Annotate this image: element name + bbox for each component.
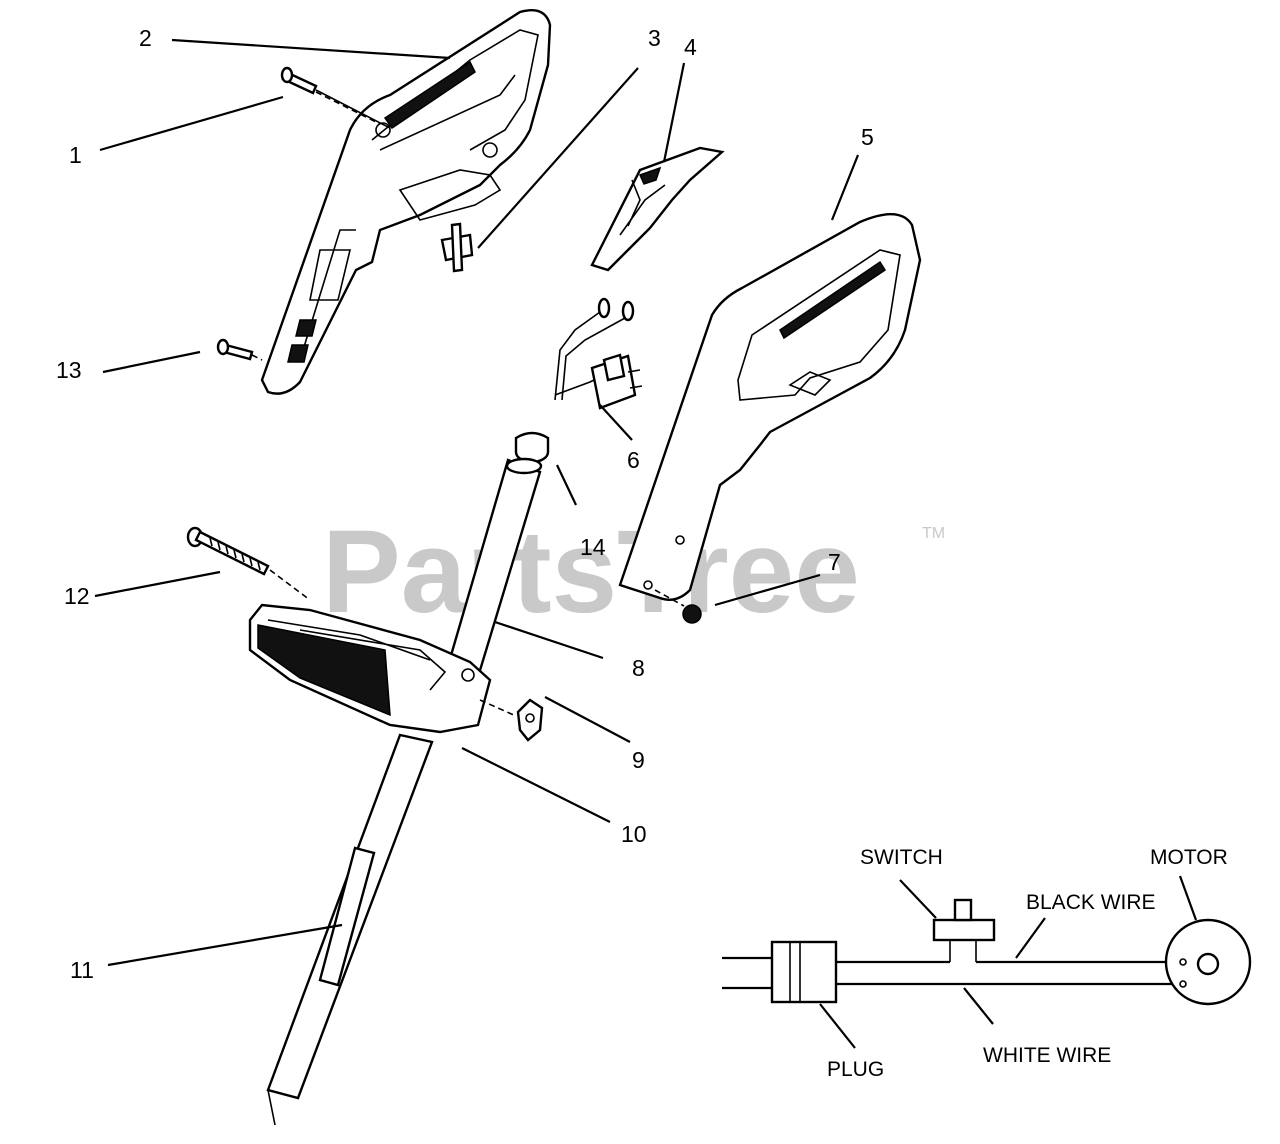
callout-6: 6: [627, 447, 640, 473]
callout-4: 4: [684, 34, 697, 60]
callout-3: 3: [648, 25, 661, 51]
part-bolt-12: [186, 526, 270, 576]
part-tube-lower-11: [266, 733, 434, 1126]
callout-2: 2: [139, 25, 152, 51]
callout-12: 12: [64, 583, 90, 609]
label-plug: PLUG: [827, 1058, 884, 1081]
assembly-guides: [251, 91, 685, 717]
callout-labels: 2 1 3 4 5 13 6 14 7 8 12 9 10 11: [56, 25, 874, 983]
label-switch: SWITCH: [860, 846, 943, 869]
part-collar-14: [514, 431, 550, 464]
part-screw-13: [216, 338, 254, 361]
callout-11: 11: [70, 957, 94, 983]
switch-symbol: [932, 898, 996, 962]
callout-13: 13: [56, 357, 82, 383]
plug-symbol: [770, 940, 838, 1004]
part-handle-right-half: [618, 213, 922, 601]
callout-10: 10: [621, 821, 647, 847]
part-wingnut-9: [516, 698, 544, 742]
callout-1: 1: [69, 142, 82, 168]
wiring-schematic: SWITCH MOTOR BLACK WIRE WHITE WIRE PLUG: [722, 846, 1252, 1081]
part-handle-left-half: [260, 8, 552, 395]
part-aux-handle-10: [248, 603, 492, 734]
watermark-brand: PartsTree: [322, 506, 860, 638]
label-black-wire: BLACK WIRE: [1026, 891, 1156, 914]
part-trigger-4: [590, 146, 725, 272]
callout-8: 8: [632, 655, 645, 681]
part-switch-6: [554, 297, 643, 410]
label-white-wire: WHITE WIRE: [983, 1044, 1111, 1067]
label-motor: MOTOR: [1150, 846, 1228, 869]
part-screw-1: [280, 66, 391, 129]
callout-9: 9: [632, 747, 645, 773]
motor-symbol: [1164, 918, 1252, 1006]
leader-lines: [94, 38, 860, 967]
callout-14: 14: [580, 534, 606, 560]
part-pin-3: [440, 222, 474, 273]
callout-7: 7: [828, 549, 841, 575]
callout-5: 5: [861, 124, 874, 150]
watermark: PartsTree TM: [322, 506, 945, 638]
part-nut-7: [682, 604, 702, 624]
watermark-trademark: TM: [922, 525, 945, 542]
